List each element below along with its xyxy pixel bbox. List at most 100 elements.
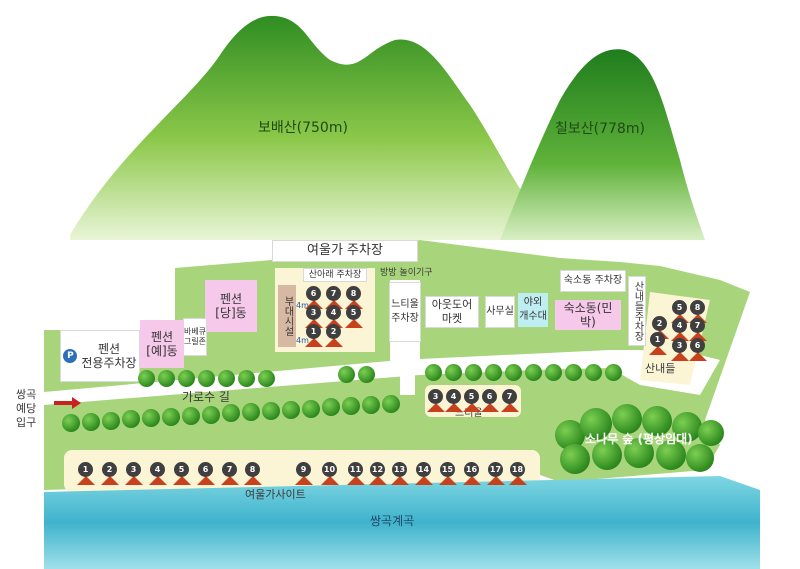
site-badge-yeoulga: 13 [392,462,407,477]
tent-icon [244,476,262,485]
site-badge-yeoulga: 15 [440,462,455,477]
tent-icon [649,346,667,355]
tent-icon [689,352,707,361]
tree-icon [122,410,140,429]
pension-dang: 펜션 [당]동 [205,280,257,332]
tent-icon [509,476,527,485]
outdoor-sink: 야외 개수대 [518,293,548,327]
tree-icon [465,364,482,381]
tent-icon [173,476,191,485]
tree-icon [142,409,160,428]
site-badge-upper: 3 [306,305,321,320]
parking-icon: P [63,349,78,363]
pension-ye: 펜션 [예]동 [140,320,184,368]
tree-icon [162,408,180,426]
site-badge-sannae: 3 [672,338,687,353]
facility-building: 부대시설 [278,285,296,347]
site-badge-upper: 2 [326,324,341,339]
site-badge-sannae: 4 [672,318,687,333]
office: 사무실 [485,296,515,328]
tree-icon [698,420,724,446]
tree-icon [362,396,380,414]
tree-icon [102,411,120,430]
site-badge-upper: 4 [326,305,341,320]
mountain-chilbo [500,49,705,240]
site-badge-yeoulga: 2 [102,462,117,477]
tree-icon [624,438,654,468]
pension-parking-label: 펜션 전용주차장 [81,342,137,370]
pension-parking: P 펜션 전용주차장 [60,330,140,382]
site-badge-yeoulga: 17 [488,462,503,477]
tent-icon [345,319,363,328]
site-badge-neutil: 4 [446,389,461,404]
tree-icon [158,370,175,387]
tree-road-label: 가로수 길 [182,390,230,404]
site-badge-neutil: 6 [482,389,497,404]
distance-label-lower: 4m [296,336,309,345]
tree-icon [585,364,602,381]
tree-icon [686,444,714,472]
tree-icon [545,364,562,381]
site-badge-neutil: 5 [464,389,479,404]
tree-icon [62,414,80,432]
site-badge-neutil: 7 [502,389,517,404]
site-badge-yeoulga: 12 [370,462,385,477]
tent-icon [501,403,519,412]
site-badge-sannae: 8 [690,300,705,315]
site-badge-yeoulga: 3 [126,462,141,477]
main-road [44,350,720,405]
tent-icon [463,403,481,412]
tree-icon [612,404,642,434]
tree-icon [672,412,702,442]
site-badge-upper: 6 [306,286,321,301]
site-badge-yeoulga: 16 [464,462,479,477]
tree-icon [656,440,686,470]
pine-forest-label: 소나무 숲 (평상임대) [585,432,693,446]
site-badge-upper: 8 [346,286,361,301]
site-badge-yeoulga: 8 [245,462,260,477]
tent-icon [197,476,215,485]
site-badge-yeoulga: 11 [348,462,363,477]
main-parking: 여울가 주차장 [272,240,418,262]
neutil-label: 느티울 [455,408,483,419]
tent-icon [347,476,365,485]
tree-icon [580,408,612,440]
tree-icon [445,364,462,381]
mountain-right-label: 칠보산(778m) [555,121,645,137]
site-badge-yeoulga: 9 [296,462,311,477]
lodging-building: 숙소동(민박) [555,300,621,330]
tree-icon [82,412,100,431]
site-badge-yeoulga: 5 [174,462,189,477]
tree-icon [238,370,255,387]
outdoor-market: 아웃도어 마켓 [425,296,479,328]
tree-icon [138,370,155,387]
tent-icon [149,476,167,485]
tree-icon [560,444,590,474]
tent-icon [321,476,339,485]
tree-icon [302,399,320,418]
road-connector [400,365,415,395]
site-badge-upper: 7 [326,286,341,301]
valley-label: 쌍곡계곡 [370,514,415,528]
site-badge-sannae: 6 [690,338,705,353]
tree-icon [342,397,360,416]
tent-icon [221,476,239,485]
tree-icon [322,398,340,417]
tree-icon [425,364,442,381]
tent-icon [439,476,457,485]
site-badge-sannae: 2 [652,316,667,331]
tent-icon [445,403,463,412]
tree-icon [505,364,522,381]
site-badge-yeoulga: 6 [198,462,213,477]
tree-icon [642,406,672,436]
sannae-parking: 산내들주차장 [628,276,646,346]
distance-label-upper: 4m [296,301,309,310]
tent-icon [481,403,499,412]
site-badge-yeoulga: 4 [150,462,165,477]
tent-icon [415,476,433,485]
tree-icon [282,400,300,419]
tree-icon [262,402,280,420]
site-badge-yeoulga: 18 [510,462,525,477]
tree-icon [485,364,502,381]
